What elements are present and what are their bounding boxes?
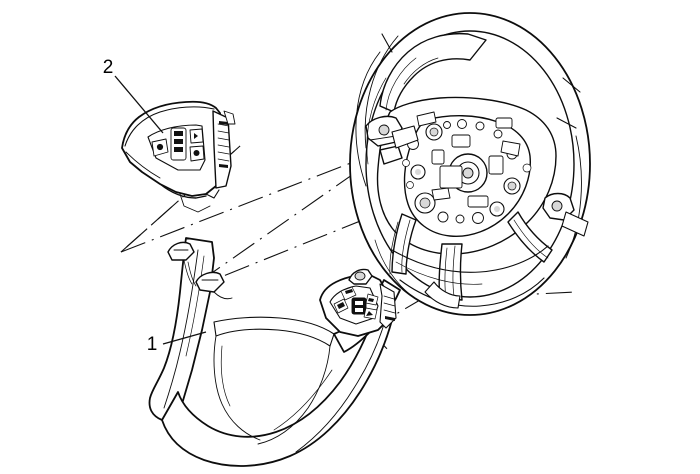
- hub-center: [462, 167, 474, 179]
- spoke-right: [507, 211, 553, 263]
- mounting-boss: [354, 271, 366, 281]
- leader-line-1: [162, 331, 207, 345]
- callout-leaders: [114, 75, 207, 345]
- switch-button-cluster-left[interactable]: [151, 127, 205, 162]
- callout-number-1: 1: [147, 334, 158, 355]
- part-steering-wheel[interactable]: [349, 12, 591, 316]
- switch-connector-ribs: [212, 110, 236, 189]
- cruise-set-icon[interactable]: [337, 302, 345, 309]
- switch-button-cluster-right[interactable]: [319, 268, 397, 337]
- part-lower-trim-bezel[interactable]: [148, 237, 401, 467]
- seek-up-icon[interactable]: [194, 133, 198, 139]
- left-connector-block: [365, 115, 419, 165]
- right-connector-block: [542, 192, 589, 237]
- callout-number-2: 2: [103, 57, 114, 78]
- leader-line-2: [114, 75, 164, 134]
- bezel-mounting-tabs: [167, 241, 233, 300]
- armature-hardware: [402, 111, 532, 224]
- cruise-resume-icon[interactable]: [345, 289, 353, 294]
- phone-icon[interactable]: [156, 143, 164, 151]
- part-left-control-switch[interactable]: [121, 100, 236, 213]
- mute-icon[interactable]: [193, 150, 200, 156]
- info-icon[interactable]: [368, 298, 374, 302]
- cancel-icon[interactable]: [366, 311, 373, 316]
